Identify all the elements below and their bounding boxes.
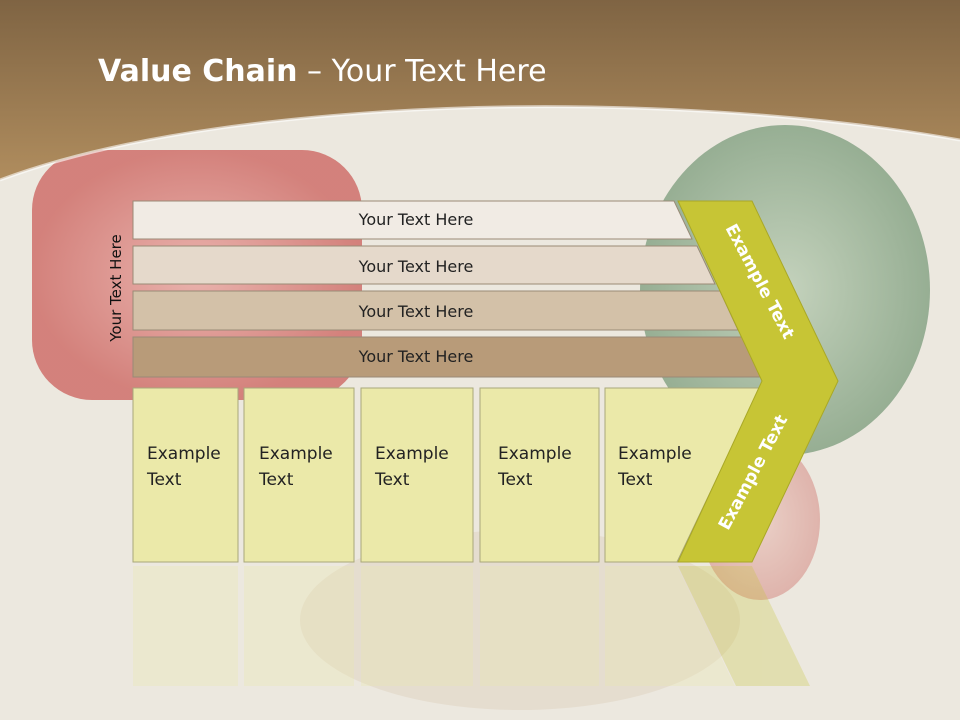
bar-3-label: Your Text Here: [358, 302, 474, 321]
bar-4-label: Your Text Here: [358, 347, 474, 366]
reflection-box-1: [133, 566, 238, 686]
bar-1-label: Your Text Here: [358, 210, 474, 229]
bar-2-label: Your Text Here: [358, 257, 474, 276]
reflection-arrow: [678, 566, 810, 686]
title-bold: Value Chain: [98, 54, 298, 89]
header-curve: [0, 105, 960, 182]
box-1: [132, 387, 239, 563]
reflection-box-2: [244, 566, 354, 686]
box-3: [360, 387, 474, 563]
box-5-line-2: Text: [617, 470, 653, 490]
box-1-line-1: Example: [147, 444, 221, 464]
box-1-line-2: Text: [146, 470, 182, 490]
reflection-box-3: [361, 566, 473, 686]
ornament-reflection: [300, 530, 740, 710]
box-5-line-1: Example: [618, 444, 692, 464]
reflection-box-5: [605, 566, 735, 686]
box-2-line-1: Example: [259, 444, 333, 464]
reflection-box-4: [480, 566, 599, 686]
box-2-line-2: Text: [258, 470, 294, 490]
bar-2: [132, 245, 716, 285]
box-3-line-2: Text: [374, 470, 410, 490]
bar-1: [132, 200, 693, 240]
slide-title: Value Chain – Your Text Here: [98, 54, 547, 89]
diagram-reflection: [133, 566, 810, 686]
box-3-line-1: Example: [375, 444, 449, 464]
box-4: [479, 387, 600, 563]
title-rest: – Your Text Here: [297, 54, 547, 89]
chevron-arrow: [677, 200, 839, 563]
box-4-line-1: Example: [498, 444, 572, 464]
header-band: [0, 0, 960, 180]
box-4-line-2: Text: [497, 470, 533, 490]
box-5: [604, 387, 761, 563]
box-2: [243, 387, 355, 563]
